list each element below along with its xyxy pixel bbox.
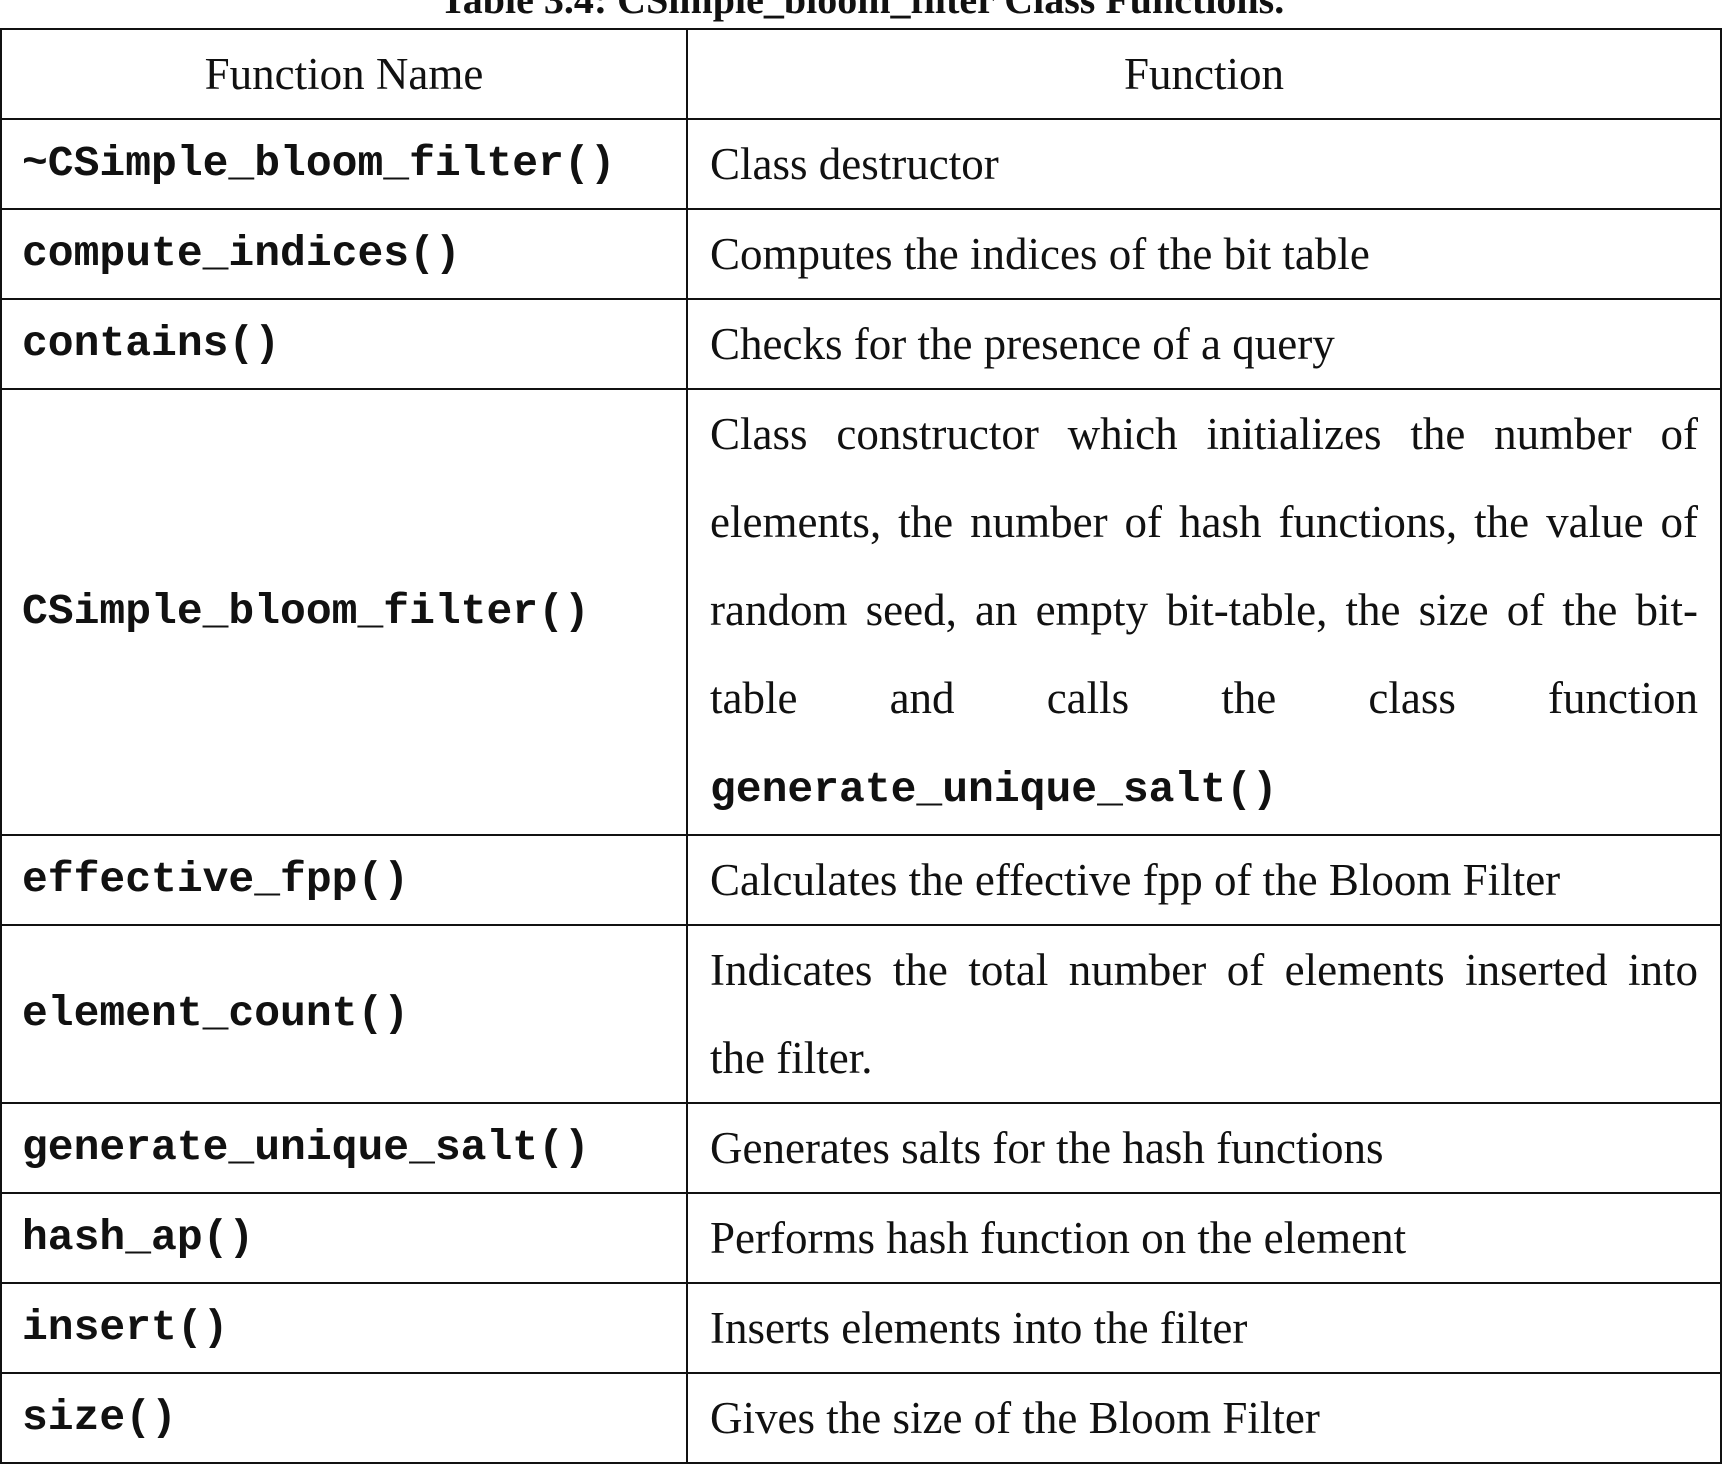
function-name: size() [0,1372,688,1464]
table-row: CSimple_bloom_filter()Class constructor … [0,388,1722,836]
function-description: Class destructor [686,118,1722,210]
function-description: Gives the size of the Bloom Filter [686,1372,1722,1464]
function-name: generate_unique_salt() [0,1102,688,1194]
description-code: generate_unique_salt() [710,765,1278,814]
function-name: effective_fpp() [0,834,688,926]
function-name: CSimple_bloom_filter() [0,388,688,836]
table-row: insert()Inserts elements into the filter [0,1282,1722,1374]
description-text: Class constructor which initializes the … [710,409,1698,723]
function-description: Calculates the effective fpp of the Bloo… [686,834,1722,926]
function-name: hash_ap() [0,1192,688,1284]
function-description: Computes the indices of the bit table [686,208,1722,300]
function-name: compute_indices() [0,208,688,300]
function-description: Indicates the total number of elements i… [686,924,1722,1104]
header-function-name: Function Name [0,28,688,120]
table-row: contains()Checks for the presence of a q… [0,298,1722,390]
function-name: element_count() [0,924,688,1104]
table-row: hash_ap()Performs hash function on the e… [0,1192,1722,1284]
function-name: ~CSimple_bloom_filter() [0,118,688,210]
function-description: Class constructor which initializes the … [686,388,1722,836]
table-row: effective_fpp()Calculates the effective … [0,834,1722,926]
header-row: Function Name Function [0,28,1722,120]
function-description: Performs hash function on the element [686,1192,1722,1284]
table-row: ~CSimple_bloom_filter()Class destructor [0,118,1722,210]
table-row: compute_indices()Computes the indices of… [0,208,1722,300]
table-caption: Table 3.4: CSimple_bloom_filter Class Fu… [0,0,1724,22]
table-row: element_count()Indicates the total numbe… [0,924,1722,1104]
function-description: Generates salts for the hash functions [686,1102,1722,1194]
function-name: insert() [0,1282,688,1374]
function-description: Inserts elements into the filter [686,1282,1722,1374]
function-description: Checks for the presence of a query [686,298,1722,390]
table-row: generate_unique_salt()Generates salts fo… [0,1102,1722,1194]
function-name: contains() [0,298,688,390]
header-function: Function [686,28,1722,120]
functions-table: Function Name Function ~CSimple_bloom_fi… [0,28,1722,1464]
table-row: size()Gives the size of the Bloom Filter [0,1372,1722,1464]
